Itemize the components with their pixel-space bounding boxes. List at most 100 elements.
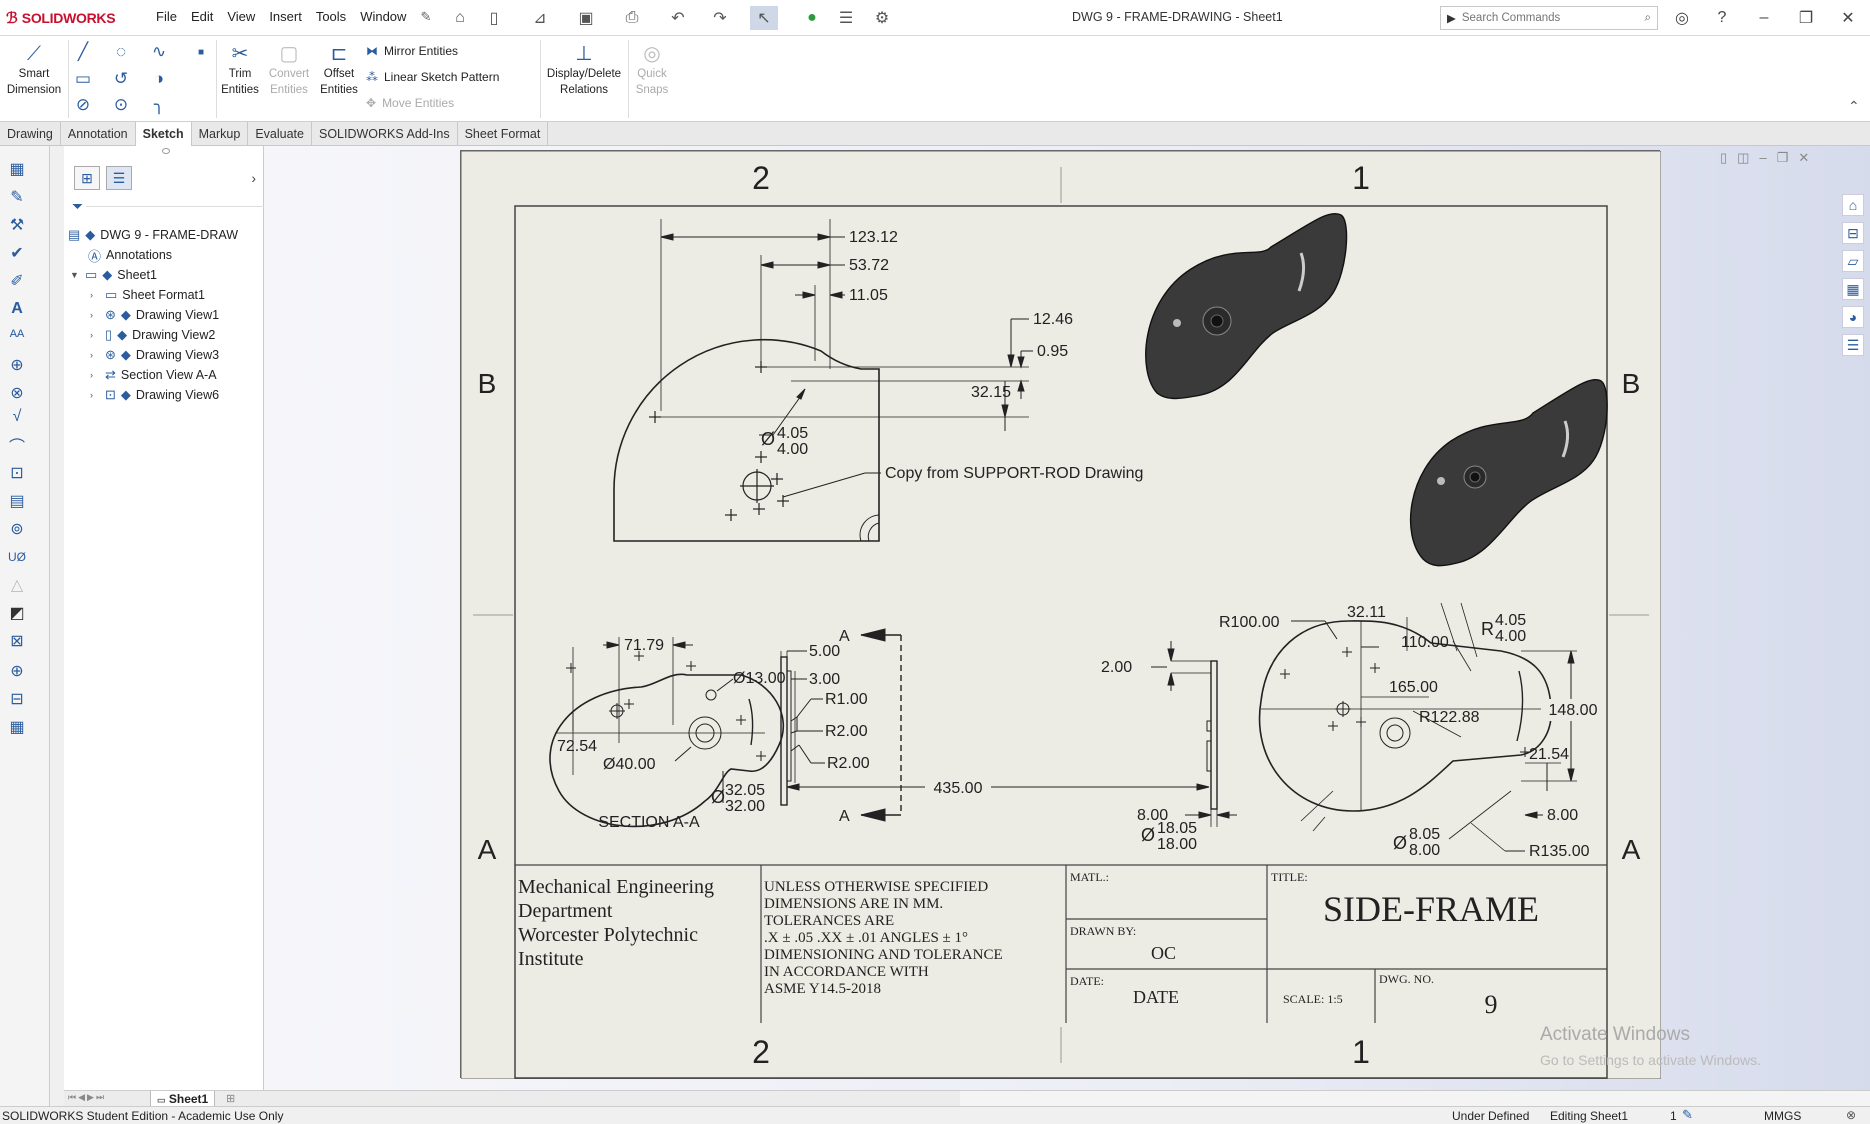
linear-note-pattern-icon[interactable]: ᴬᴬ: [9, 328, 25, 345]
menu-tools[interactable]: Tools: [315, 9, 347, 24]
status-units[interactable]: MMGS: [1764, 1109, 1802, 1123]
circle-icon[interactable]: ◌: [115, 42, 127, 61]
dim-dia-symbol-8[interactable]: Ø: [1393, 833, 1407, 853]
dim-12-46[interactable]: 12.46: [1033, 311, 1073, 328]
tree-item-drawing-view6[interactable]: ›⊡◆Drawing View6: [90, 387, 220, 402]
open-folder-icon[interactable]: ⊿: [533, 10, 547, 27]
last-sheet-icon[interactable]: ⏭: [95, 1092, 105, 1102]
display-delete-relations-button[interactable]: ⊥ Display/Delete Relations: [542, 42, 626, 98]
area-hatch-icon[interactable]: ◩: [9, 605, 25, 622]
new-document-icon[interactable]: ▯: [489, 10, 499, 27]
expand-panel-icon[interactable]: ›: [251, 170, 256, 186]
sketch-tool-icon[interactable]: ✎: [10, 189, 24, 206]
dim-4-05-right[interactable]: 4.05: [1495, 612, 1526, 629]
viewport-split-icon[interactable]: ◫: [1737, 150, 1750, 165]
collapse-icon[interactable]: ▼: [70, 270, 79, 280]
dim-dia-13[interactable]: Ø13.00: [733, 670, 786, 687]
dim-3-00[interactable]: 3.00: [809, 671, 840, 688]
tab-evaluate[interactable]: Evaluate: [248, 122, 312, 146]
rectangle-icon[interactable]: ▭: [74, 69, 92, 88]
dim-r-symbol[interactable]: R: [1481, 619, 1494, 639]
centerline-icon[interactable]: ⊟: [10, 691, 24, 708]
viewport-restore-icon[interactable]: ❐: [1776, 150, 1789, 165]
dim-123-12[interactable]: 123.12: [849, 229, 898, 246]
dim-21-54[interactable]: 21.54: [1529, 746, 1569, 763]
options-gear-icon[interactable]: ⚙: [874, 10, 890, 27]
user-account-icon[interactable]: ◎: [1675, 10, 1689, 27]
spline-icon[interactable]: ∿: [151, 42, 167, 61]
select-icon[interactable]: ↖: [750, 6, 778, 30]
table-icon[interactable]: ▦: [9, 719, 25, 736]
dim-8-05[interactable]: 8.05: [1409, 826, 1440, 843]
viewport-tile-icon[interactable]: ▯: [1720, 150, 1728, 165]
rebuild-icon[interactable]: ●: [807, 9, 817, 26]
quick-snaps-button[interactable]: ◎ Quick Snaps: [630, 42, 674, 98]
dim-71-79[interactable]: 71.79: [624, 637, 664, 654]
dim-32-11[interactable]: 32.11: [1347, 604, 1386, 621]
model-view-icon[interactable]: ▦: [9, 161, 25, 178]
viewport-minimize-icon[interactable]: –: [1759, 150, 1767, 165]
dim-32-15[interactable]: 32.15: [971, 384, 1011, 401]
right-front-view[interactable]: R100.00 32.11 R 4.05 4.00 110.00 165.00 …: [1141, 602, 1605, 860]
dim-4-00-right[interactable]: 4.00: [1495, 628, 1526, 645]
ellipse-icon[interactable]: ◑: [153, 69, 165, 88]
side-view[interactable]: 5.00 3.00 R1.00 R2.00 R2.00 A A 435.00: [780, 628, 1210, 825]
viewport-close-icon[interactable]: ✕: [1798, 150, 1810, 165]
isometric-view-upper[interactable]: [1145, 213, 1348, 400]
expand-icon[interactable]: ›: [90, 390, 93, 400]
edge-view[interactable]: 2.00 8.00: [1101, 641, 1237, 827]
balloon-icon[interactable]: ⊕: [10, 357, 24, 374]
minimize-icon[interactable]: –: [1759, 9, 1769, 26]
point-icon[interactable]: ■: [197, 46, 205, 58]
convert-entities-button[interactable]: ▢ Convert Entities: [264, 42, 314, 98]
tree-item-drawing-view1[interactable]: ›⊛◆Drawing View1: [90, 307, 220, 322]
tree-item-drawing-view3[interactable]: ›⊛◆Drawing View3: [90, 347, 220, 362]
add-sheet-icon[interactable]: ⊞: [226, 1093, 236, 1105]
tab-markup[interactable]: Markup: [192, 122, 249, 146]
dim-32-00[interactable]: 32.00: [725, 798, 765, 815]
expand-icon[interactable]: ›: [90, 370, 93, 380]
dim-r135[interactable]: R135.00: [1529, 843, 1590, 860]
dim-dia-symbol-32[interactable]: Ø: [711, 787, 725, 807]
dim-r1-00[interactable]: R1.00: [825, 691, 868, 708]
menu-insert[interactable]: Insert: [269, 9, 302, 24]
panel-grip[interactable]: [162, 148, 170, 154]
dim-r122-88[interactable]: R122.88: [1419, 709, 1480, 726]
design-library-icon[interactable]: ⊟: [1842, 222, 1864, 244]
weld-symbol-icon[interactable]: ⌒: [8, 439, 25, 456]
dim-8-00-edge[interactable]: 8.00: [1137, 807, 1168, 824]
tree-item-sheet1[interactable]: ▼▭◆Sheet1: [70, 267, 157, 282]
dwg-no-value[interactable]: 9: [1485, 990, 1498, 1019]
geometric-tolerance-icon[interactable]: ▤: [9, 493, 25, 510]
dim-4-00[interactable]: 4.00: [777, 441, 808, 458]
center-mark-icon[interactable]: ⊕: [10, 663, 24, 680]
next-sheet-icon[interactable]: ▶: [87, 1092, 94, 1102]
dim-18-00[interactable]: 18.00: [1157, 836, 1197, 853]
dim-435[interactable]: 435.00: [934, 780, 983, 797]
redo-icon[interactable]: ↷: [713, 10, 727, 27]
drawing-sheet[interactable]: 2 1 2 1 B B A A 123.12 53.72: [460, 150, 1661, 1079]
dim-148[interactable]: 148.00: [1549, 702, 1598, 719]
dim-2-00[interactable]: 2.00: [1101, 659, 1132, 676]
dim-18-05[interactable]: 18.05: [1157, 820, 1197, 837]
status-tag-icon[interactable]: ⊗: [1846, 1108, 1857, 1122]
dim-8-00-dia[interactable]: 8.00: [1409, 842, 1440, 859]
tab-annotation[interactable]: Annotation: [61, 122, 136, 146]
collapse-ribbon-icon[interactable]: ⌃: [1848, 98, 1860, 114]
view-palette-icon[interactable]: ▦: [1842, 278, 1864, 300]
hole-callout-icon[interactable]: ⊡: [10, 465, 24, 482]
smart-dimension-button[interactable]: ⟋ Smart Dimension: [2, 42, 66, 98]
tree-item-sheet-format1[interactable]: ›▭Sheet Format1: [90, 287, 205, 302]
polygon-icon[interactable]: ⊙: [113, 95, 129, 114]
undo-icon[interactable]: ↶: [671, 10, 685, 27]
note-icon[interactable]: A: [11, 300, 23, 317]
dim-r100[interactable]: R100.00: [1219, 614, 1280, 631]
surface-finish-icon[interactable]: √: [12, 408, 22, 425]
fillet-icon[interactable]: ╮: [153, 95, 165, 114]
menu-edit[interactable]: Edit: [190, 9, 214, 24]
dim-8-00-right[interactable]: 8.00: [1547, 807, 1578, 824]
first-sheet-icon[interactable]: ⏮: [68, 1092, 77, 1102]
blocks-icon[interactable]: △: [10, 577, 24, 594]
home-icon[interactable]: ⌂: [455, 9, 465, 26]
drawing-title[interactable]: SIDE-FRAME: [1323, 889, 1539, 929]
